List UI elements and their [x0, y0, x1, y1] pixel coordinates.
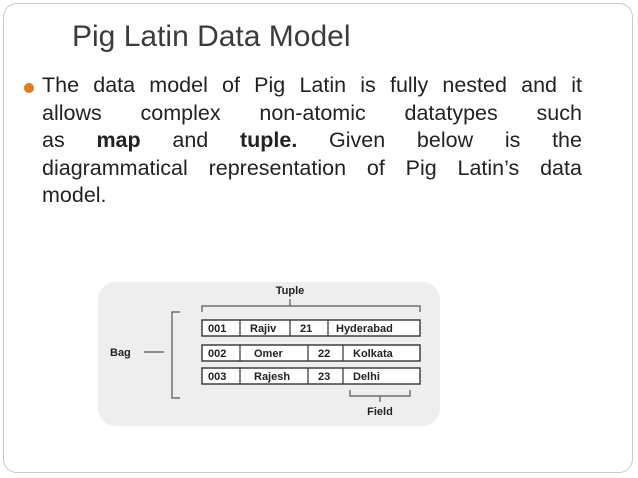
- word: and: [521, 73, 558, 97]
- cell-id: 001: [208, 323, 226, 335]
- word: the: [552, 128, 582, 152]
- tuple-label: Tuple: [276, 285, 305, 297]
- keyword-tuple: tuple.: [239, 128, 298, 152]
- cell-age: 22: [318, 348, 330, 360]
- word: complex: [140, 100, 221, 125]
- row-box: [201, 319, 421, 337]
- paragraph-line-3: as map and tuple. Given below is the: [42, 127, 582, 155]
- data-model-diagram: Tuple Bag 001 Rajiv 21 Hyderabad 002 Ome…: [98, 282, 440, 426]
- word: such: [536, 100, 582, 125]
- cell-name: Rajesh: [254, 371, 290, 383]
- word: as: [42, 128, 65, 152]
- keyword-map: map: [96, 128, 141, 152]
- cell-id: 003: [208, 371, 226, 383]
- word: allows: [42, 100, 102, 125]
- word: model.: [42, 183, 107, 207]
- word: Latin: [299, 73, 347, 97]
- word: is: [504, 128, 521, 152]
- word: Given: [329, 128, 386, 152]
- field-label: Field: [367, 406, 393, 418]
- word: representation: [208, 155, 347, 180]
- bag-bracket: [171, 311, 180, 399]
- data-model-svg: Tuple Bag 001 Rajiv 21 Hyderabad 002 Ome…: [110, 285, 421, 418]
- word: below: [416, 128, 474, 152]
- word: fully: [389, 73, 429, 97]
- word: Pig: [405, 155, 437, 180]
- field-bracket: [349, 390, 411, 397]
- tuple-row-3: 003 Rajesh 23 Delhi: [201, 367, 421, 385]
- cell-city: Hyderabad: [336, 323, 393, 335]
- bag-label: Bag: [110, 347, 131, 359]
- word: and: [172, 128, 209, 152]
- word: it: [571, 73, 582, 97]
- cell-id: 002: [208, 348, 226, 360]
- word: of: [366, 155, 385, 180]
- bullet-icon: [24, 83, 34, 93]
- cell-age: 23: [318, 371, 330, 383]
- word: non-atomic: [259, 100, 366, 125]
- slide-title: Pig Latin Data Model: [72, 20, 351, 53]
- bullet-paragraph: The data model of Pig Latin is fully nes…: [42, 72, 582, 210]
- paragraph-line-5: model.: [42, 182, 582, 210]
- word: nested: [442, 73, 507, 97]
- word: datatypes: [404, 100, 498, 125]
- paragraph-line-2: allows complex non-atomic datatypes such: [42, 100, 582, 128]
- word: The: [42, 73, 80, 97]
- cell-city: Kolkata: [353, 348, 394, 360]
- word: model: [149, 73, 208, 97]
- row-box: [201, 367, 421, 385]
- word: Pig: [254, 73, 286, 97]
- cell-city: Delhi: [353, 371, 380, 383]
- word: Latin’s: [457, 155, 520, 180]
- row-box: [201, 344, 421, 362]
- word: of: [222, 73, 240, 97]
- word: diagrammatical: [42, 155, 188, 180]
- paragraph-line-1: The data model of Pig Latin is fully nes…: [42, 72, 582, 100]
- tuple-row-1: 001 Rajiv 21 Hyderabad: [201, 319, 421, 337]
- tuple-row-2: 002 Omer 22 Kolkata: [201, 344, 421, 362]
- slide-frame: [3, 3, 633, 473]
- cell-name: Omer: [254, 348, 283, 360]
- cell-name: Rajiv: [250, 323, 277, 335]
- paragraph-line-4: diagrammatical representation of Pig Lat…: [42, 155, 582, 183]
- word: data: [540, 155, 582, 180]
- tuple-bracket: [201, 305, 421, 312]
- cell-age: 21: [300, 323, 312, 335]
- word: is: [360, 73, 376, 97]
- word: data: [93, 73, 136, 97]
